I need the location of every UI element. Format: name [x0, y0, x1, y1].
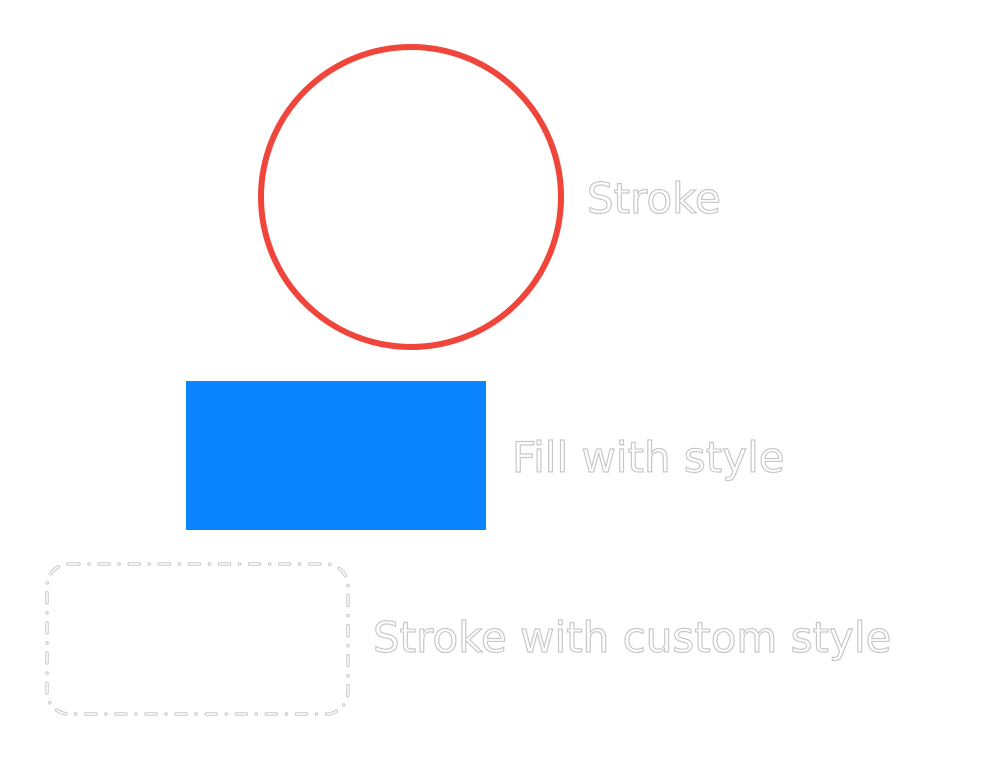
stroke-with-custom-style-label: Stroke with custom style — [372, 613, 892, 662]
filled-rectangle — [186, 381, 486, 530]
custom-stroke-rounded-rectangle — [45, 562, 350, 716]
stroke-circle — [258, 44, 564, 350]
fill-with-style-label: Fill with style — [511, 433, 785, 482]
custom-stroke-rounded-rectangle-inner — [46, 563, 349, 715]
stroke-label: Stroke — [586, 174, 721, 223]
